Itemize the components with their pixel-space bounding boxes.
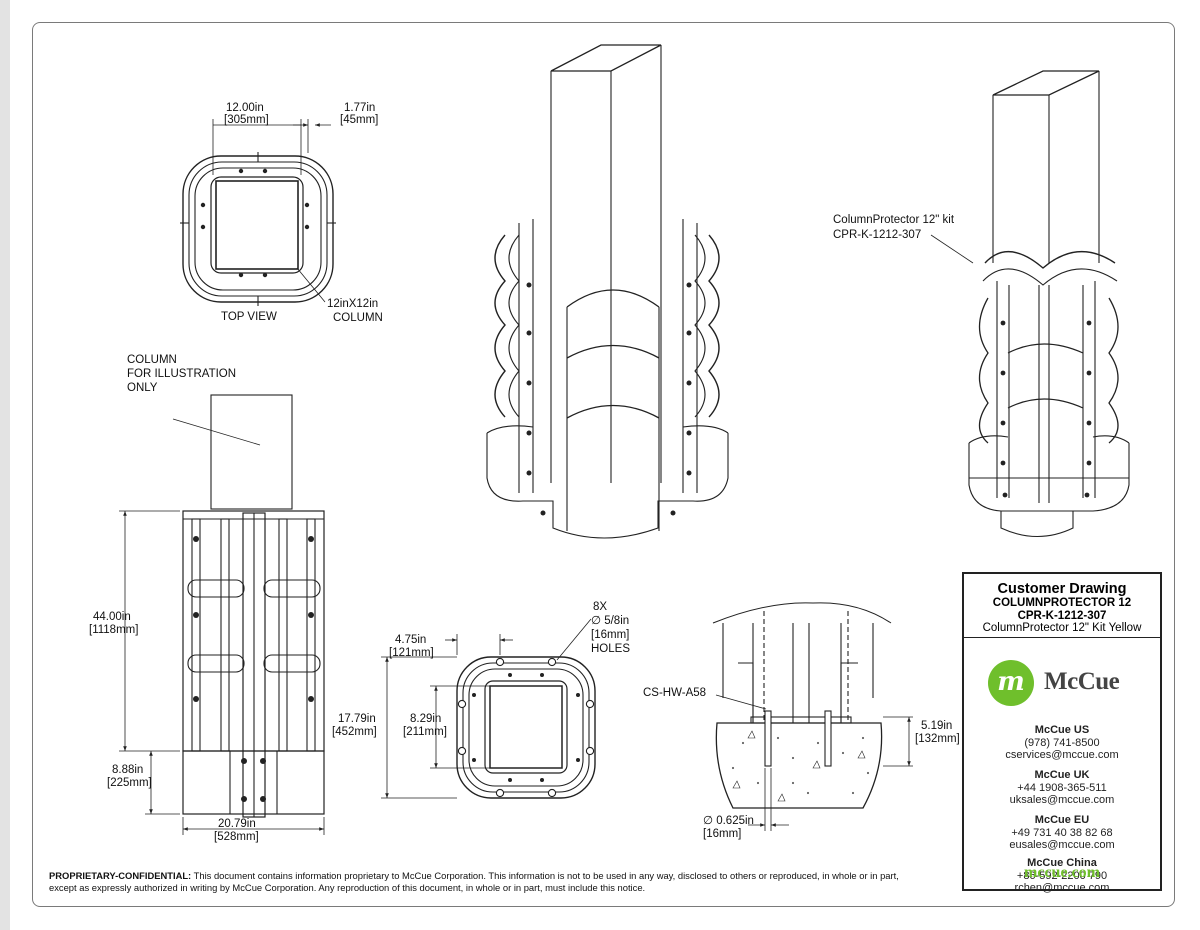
office-china: McCue China +86-592-2200 790 rchen@mccue…	[964, 857, 1160, 895]
top-view-gap-dim: 1.77in	[344, 102, 376, 114]
front-view-drawing	[119, 394, 325, 835]
office-email: cservices@mccue.com	[1005, 749, 1119, 761]
anchor-diameter-dim: ∅ 0.625in	[703, 815, 754, 827]
office-phone: +44 1908-365-511	[1017, 781, 1107, 794]
column-note-line-1: COLUMN	[127, 354, 177, 366]
office-email: rchen@mccue.com	[1014, 882, 1110, 894]
part-number: CPR-K-1212-307	[1017, 609, 1107, 622]
notice-body: This document contains information propr…	[49, 870, 899, 893]
top-view-column-label-1: 12inX12in	[327, 298, 379, 310]
iso-callout-line-1: ColumnProtector 12" kit	[833, 214, 955, 226]
base-inner-dim: 8.29in	[410, 713, 442, 725]
top-view-width-mm: [305mm]	[224, 114, 269, 126]
office-phone: +86-592-2200 790	[1016, 869, 1108, 882]
front-height-mm: [1118mm]	[89, 624, 139, 636]
base-plan-drawing	[381, 618, 596, 799]
front-width-dim: 20.79in	[218, 818, 256, 830]
logo-mark-icon: m	[988, 660, 1034, 706]
right-isometric-drawing	[930, 70, 1130, 537]
top-view-gap-mm: [45mm]	[340, 114, 379, 126]
top-view-width-dim: 12.00in	[226, 102, 264, 114]
office-eu: McCue EU +49 731 40 38 82 68 eusales@mcc…	[964, 814, 1160, 852]
office-phone: +49 731 40 38 82 68	[1011, 826, 1113, 839]
top-view-label: TOP VIEW	[221, 311, 277, 323]
company-name: McCue	[1044, 668, 1120, 695]
company-contact-block: m McCue McCue US (978) 741-8500 cservice…	[962, 637, 1162, 894]
base-offset-dim: 4.75in	[395, 634, 427, 646]
column-note-line-2: FOR ILLUSTRATION	[127, 368, 237, 380]
anchor-embed-mm: [132mm]	[915, 733, 960, 745]
base-offset-mm: [121mm]	[389, 647, 434, 659]
office-name: McCue EU	[1034, 814, 1090, 826]
drawing-title: Customer Drawing	[997, 581, 1127, 597]
top-view-drawing	[180, 119, 336, 306]
front-base-height-dim: 8.88in	[112, 764, 144, 776]
anchor-detail-drawing	[712, 602, 913, 831]
top-view-column-label-2: COLUMN	[333, 312, 383, 324]
product-description: ColumnProtector 12" Kit Yellow	[982, 622, 1142, 634]
company-logo: m McCue	[988, 660, 1148, 708]
front-height-dim: 44.00in	[93, 611, 131, 623]
base-inner-mm: [211mm]	[403, 726, 447, 738]
office-us: McCue US (978) 741-8500 cservices@mccue.…	[964, 724, 1160, 762]
office-name: McCue China	[1027, 857, 1097, 869]
product-name: COLUMNPROTECTOR 12	[992, 597, 1132, 609]
base-overall-mm: [452mm]	[332, 726, 377, 738]
holes-diameter-mm: [16mm]	[591, 629, 630, 641]
anchor-part-label: CS-HW-A58	[643, 687, 707, 699]
anchor-diameter-mm: [16mm]	[703, 828, 742, 840]
viewer-left-strip	[0, 0, 10, 930]
office-name: McCue US	[1034, 724, 1090, 736]
anchor-embed-dim: 5.19in	[921, 720, 953, 732]
drawing-sheet: 12.00in [305mm] 1.77in [45mm] 12inX12in …	[32, 22, 1175, 907]
iso-callout-line-2: CPR-K-1212-307	[833, 229, 922, 241]
center-isometric-drawing	[486, 44, 729, 539]
office-phone: (978) 741-8500	[1024, 736, 1100, 749]
base-overall-dim: 17.79in	[338, 713, 376, 725]
office-email: uksales@mccue.com	[1009, 794, 1115, 806]
front-base-height-mm: [225mm]	[107, 777, 152, 789]
holes-diameter: ∅ 5/8in	[591, 615, 630, 627]
proprietary-notice: PROPRIETARY-CONFIDENTIAL: This document …	[49, 870, 929, 894]
column-note-line-3: ONLY	[127, 382, 158, 394]
notice-heading: PROPRIETARY-CONFIDENTIAL:	[49, 870, 192, 881]
front-width-mm: [528mm]	[214, 831, 259, 843]
technical-drawing	[119, 44, 1130, 835]
office-name: McCue UK	[1034, 769, 1090, 781]
company-website-link[interactable]: mccue.com	[1024, 864, 1100, 881]
holes-label: HOLES	[591, 643, 630, 655]
office-uk: McCue UK +44 1908-365-511 uksales@mccue.…	[964, 769, 1160, 807]
office-email: eusales@mccue.com	[1009, 839, 1115, 851]
holes-count: 8X	[593, 601, 608, 613]
